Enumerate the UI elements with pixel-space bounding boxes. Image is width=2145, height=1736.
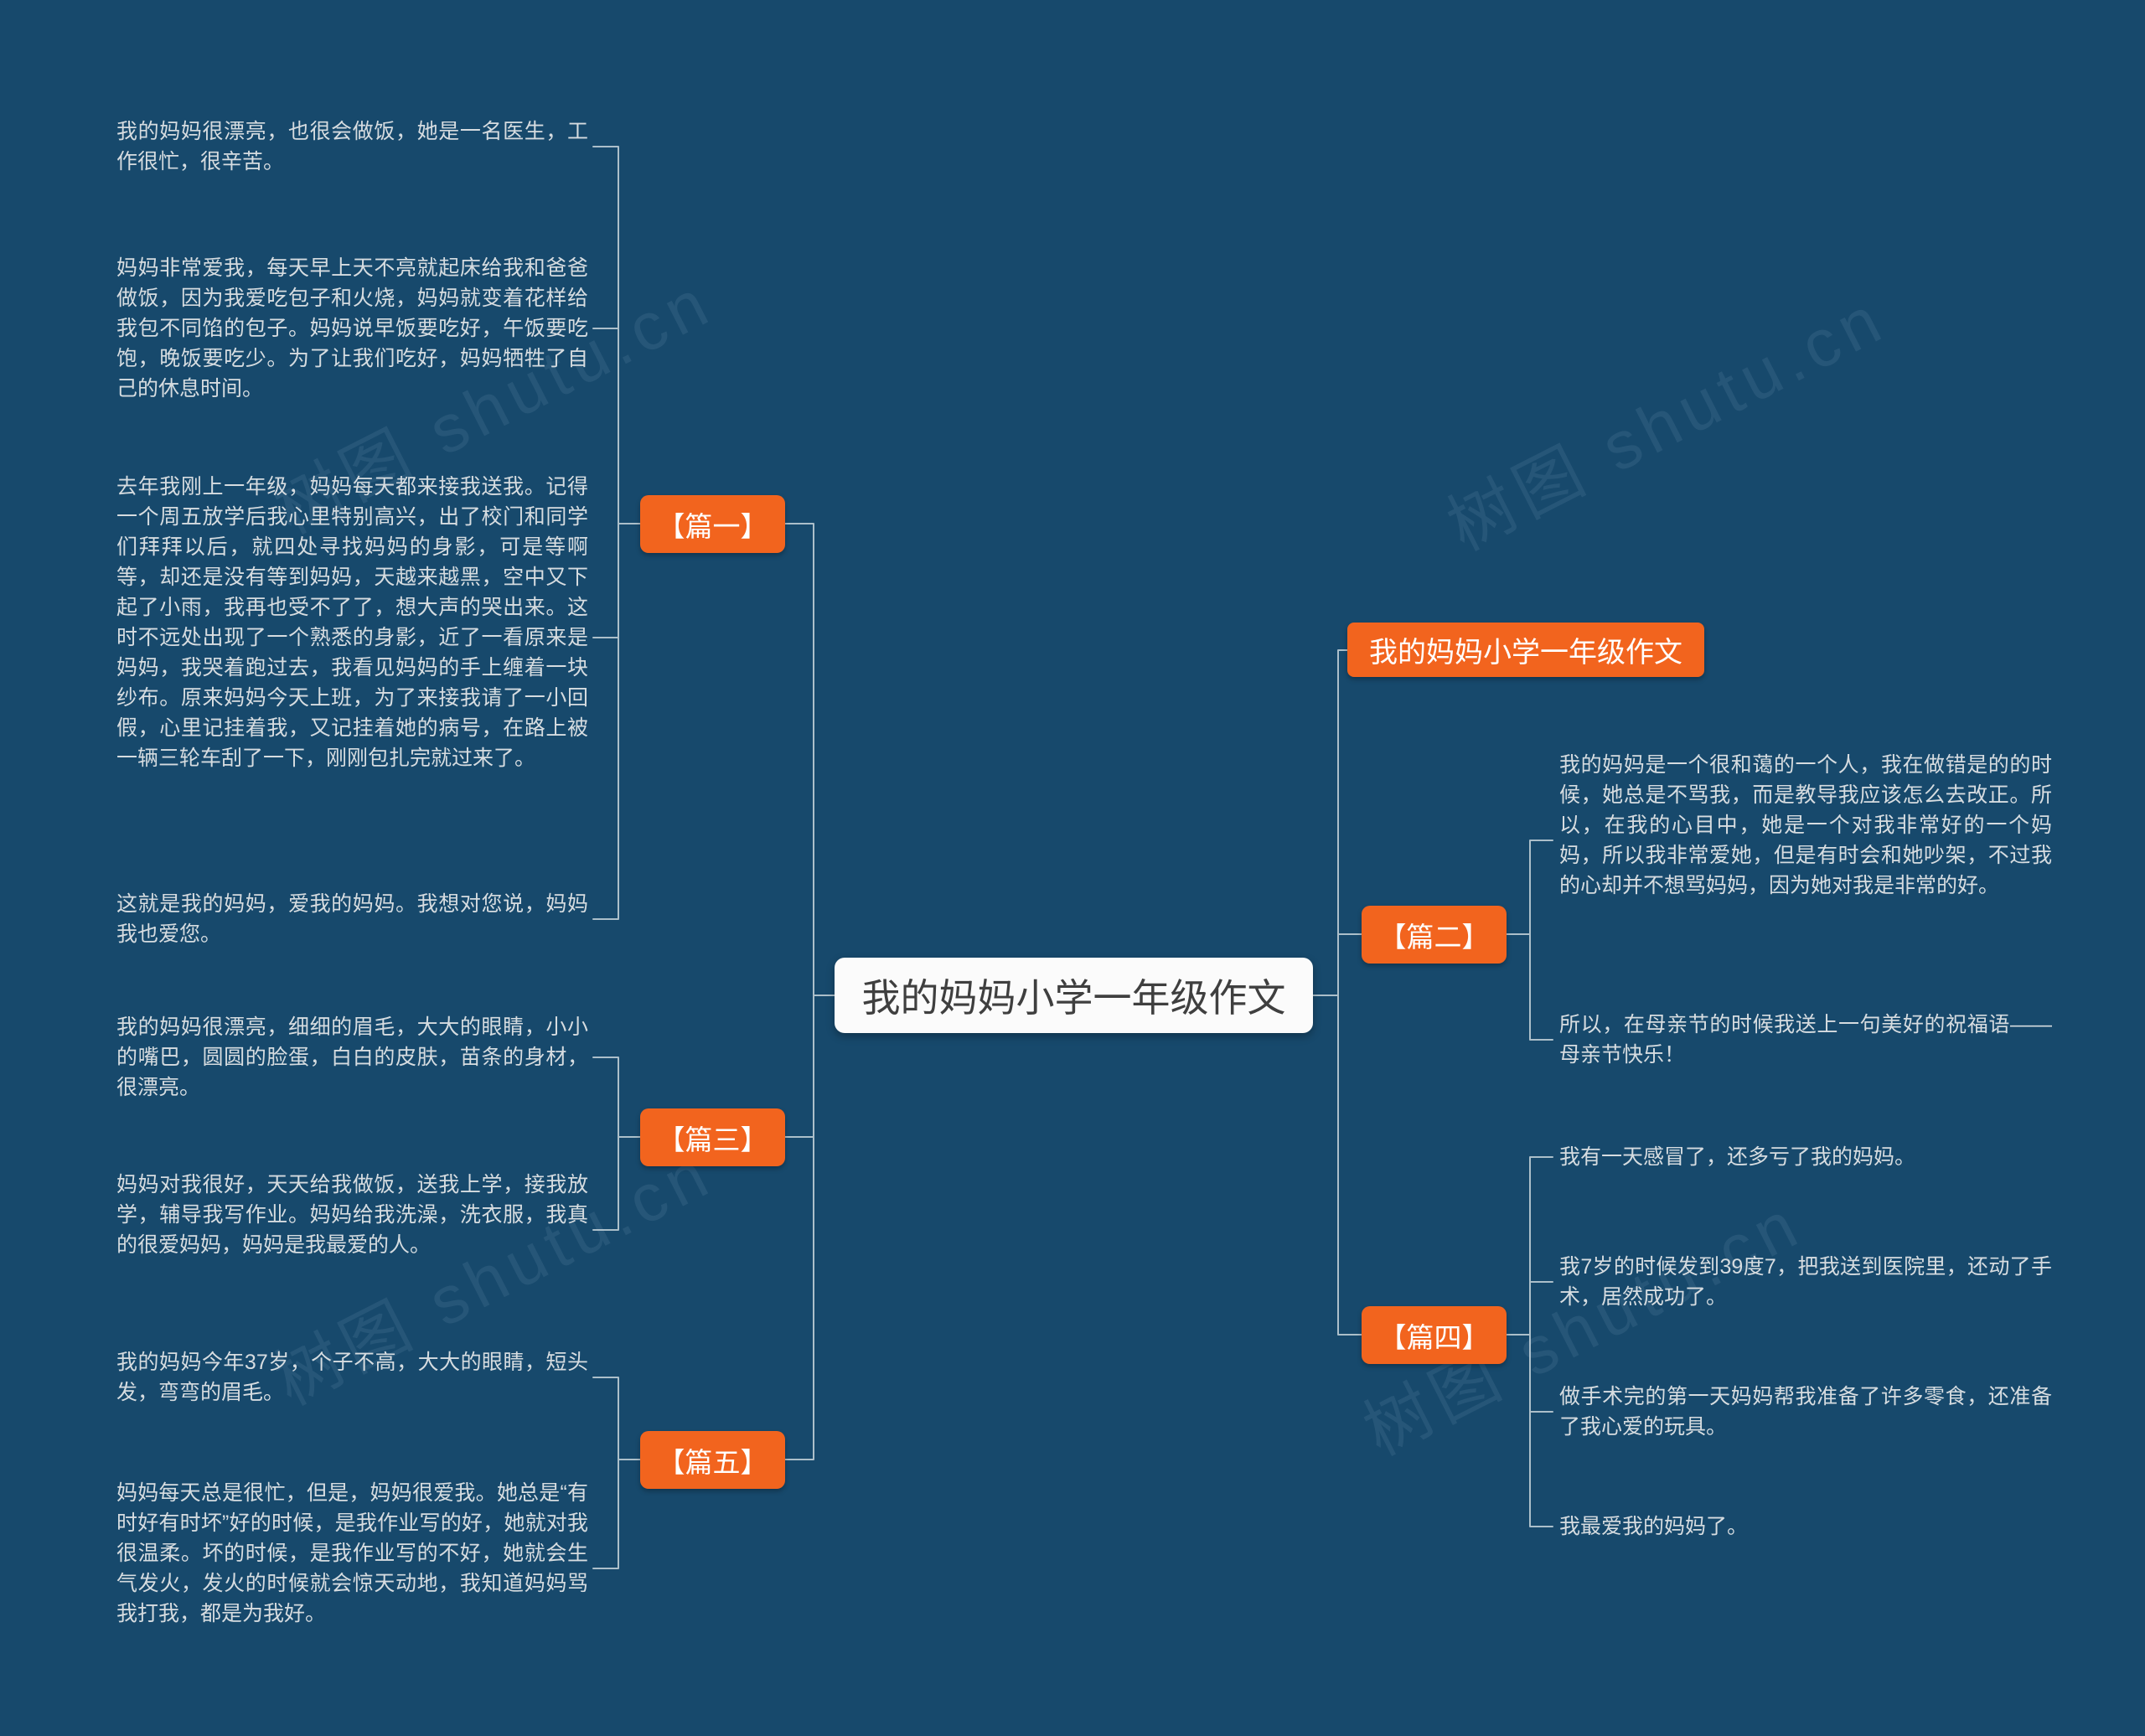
note-pian1-block-4[interactable]: 这就是我的妈妈，爱我的妈妈。我想对您说，妈妈我也爱您。	[116, 892, 588, 946]
tag-pian5[interactable]: 【篇五】	[640, 1431, 785, 1489]
note-pian2-block-1[interactable]: 我的妈妈是一个很和蔼的一个人，我在做错是的的时候，她总是不骂我，而是教导我应该怎…	[1559, 753, 2052, 897]
central-topic[interactable]: 我的妈妈小学一年级作文	[835, 958, 1313, 1033]
note-pian4-block-4[interactable]: 我最爱我的妈妈了。	[1559, 1515, 1749, 1538]
note-pian1-block-3[interactable]: 去年我刚上一年级，妈妈每天都来接我送我。记得一个周五放学后我心里特别高兴，出了校…	[116, 475, 588, 770]
note-pian5-block-2[interactable]: 妈妈每天总是很忙，但是，妈妈很爱我。她总是“有时好有时坏”好的时候，是我作业写的…	[116, 1481, 588, 1625]
right-branch-topic[interactable]: 我的妈妈小学一年级作文	[1347, 623, 1704, 677]
tag-pian1[interactable]: 【篇一】	[640, 495, 785, 553]
note-pian2-block-2[interactable]: 所以，在母亲节的时候我送上一句美好的祝福语——母亲节快乐！	[1559, 1013, 2052, 1067]
note-pian5-block-1[interactable]: 我的妈妈今年37岁，个子不高，大大的眼睛，短头发，弯弯的眉毛。	[116, 1351, 588, 1404]
note-pian3-block-2[interactable]: 妈妈对我很好，天天给我做饭，送我上学，接我放学，辅导我写作业。妈妈给我洗澡，洗衣…	[116, 1173, 588, 1257]
tag-pian4[interactable]: 【篇四】	[1362, 1306, 1507, 1364]
note-pian4-block-3[interactable]: 做手术完的第一天妈妈帮我准备了许多零食，还准备了我心爱的玩具。	[1559, 1385, 2052, 1439]
tag-pian2[interactable]: 【篇二】	[1362, 906, 1507, 964]
note-pian4-block-2[interactable]: 我7岁的时候发到39度7，把我送到医院里，还动了手术，居然成功了。	[1559, 1255, 2052, 1309]
note-pian1-block-2[interactable]: 妈妈非常爱我，每天早上天不亮就起床给我和爸爸做饭，因为我爱吃包子和火烧，妈妈就变…	[116, 256, 588, 400]
tag-pian3[interactable]: 【篇三】	[640, 1108, 785, 1166]
note-pian4-block-1[interactable]: 我有一天感冒了，还多亏了我的妈妈。	[1559, 1145, 1916, 1169]
note-pian1-block-1[interactable]: 我的妈妈很漂亮，也很会做饭，她是一名医生，工作很忙，很辛苦。	[116, 120, 588, 173]
note-pian3-block-1[interactable]: 我的妈妈很漂亮，细细的眉毛，大大的眼睛，小小的嘴巴，圆圆的脸蛋，白白的皮肤，苗条…	[116, 1015, 588, 1099]
